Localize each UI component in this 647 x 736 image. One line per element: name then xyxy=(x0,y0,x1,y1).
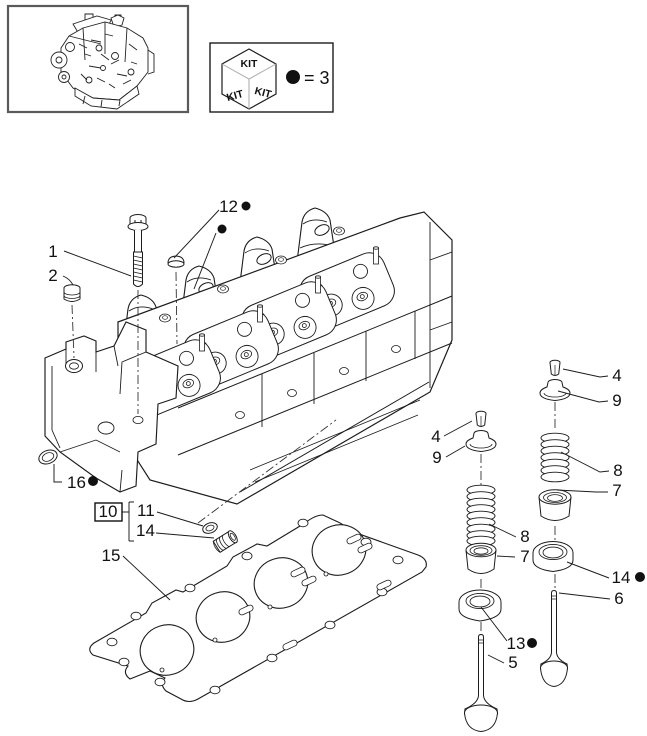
callout-16-kit-dot xyxy=(88,476,98,486)
callout-1-label: 1 xyxy=(48,242,57,261)
callout-9-mid-label: 9 xyxy=(432,448,441,467)
kit-cube: KIT KIT KIT xyxy=(221,48,277,110)
callout-9-right-label: 9 xyxy=(612,391,621,410)
callout-8-mid[interactable]: 8 xyxy=(488,523,530,546)
callout-14-right-label: 14 xyxy=(612,568,631,587)
spring-retainer-part-9-right xyxy=(539,379,571,402)
screw-plug-part-14-left xyxy=(212,530,238,554)
cap-part-12 xyxy=(167,255,185,268)
kit-dot-symbol xyxy=(286,70,300,84)
callout-10-label: 10 xyxy=(99,502,118,521)
callout-6-label: 6 xyxy=(614,589,623,608)
engine-thumbnail xyxy=(6,4,190,114)
callout-5-label: 5 xyxy=(508,653,517,672)
callout-16[interactable]: 16 xyxy=(53,464,98,492)
kit-legend: KIT KIT KIT = 3 xyxy=(209,42,334,113)
callout-12[interactable]: 12 xyxy=(173,197,251,259)
callout-15-label: 15 xyxy=(102,546,121,565)
spring-seat-part-14-right xyxy=(532,541,574,573)
axis-lines xyxy=(71,271,556,633)
washer-part-11 xyxy=(202,522,218,534)
callout-5[interactable]: 5 xyxy=(487,653,518,672)
engine-line-art xyxy=(50,13,155,110)
callout-9-right[interactable]: 9 xyxy=(557,390,622,410)
callout-kit-dot-head[interactable] xyxy=(193,224,227,290)
callout-4-mid[interactable]: 4 xyxy=(431,420,473,446)
callout-14-right-kit-dot xyxy=(635,572,645,582)
callout-13[interactable]: 13 xyxy=(480,606,537,653)
callout-7-mid[interactable]: 7 xyxy=(496,547,530,566)
callout-6[interactable]: 6 xyxy=(558,589,624,608)
callouts: 1 2 12 16 10 11 1 xyxy=(48,197,645,672)
callout-14-left[interactable]: 14 xyxy=(136,521,215,540)
tappet-part-7-mid xyxy=(465,542,497,574)
callout-13-kit-dot xyxy=(527,638,537,648)
head-bolt-part-1 xyxy=(127,214,149,287)
callout-9-mid[interactable]: 9 xyxy=(432,445,466,467)
callout-11[interactable]: 11 xyxy=(137,501,204,527)
exhaust-valve-part-5 xyxy=(463,633,499,733)
callout-2-label: 2 xyxy=(48,266,57,285)
callout-2[interactable]: 2 xyxy=(48,266,74,286)
callout-8-right[interactable]: 8 xyxy=(560,451,623,480)
callout-13-label: 13 xyxy=(507,634,526,653)
spring-retainer-part-9-mid xyxy=(465,430,497,453)
callout-7-mid-label: 7 xyxy=(520,547,529,566)
callout-15[interactable]: 15 xyxy=(102,546,171,601)
cylinder-head-drawing xyxy=(44,207,453,505)
head-left-end xyxy=(44,321,179,493)
callout-4-right[interactable]: 4 xyxy=(562,366,622,385)
callout-14-right[interactable]: 14 xyxy=(566,561,645,587)
sealing-plug-part-2 xyxy=(63,284,81,302)
callout-4-mid-label: 4 xyxy=(431,427,440,446)
callout-8-mid-label: 8 xyxy=(520,527,529,546)
cup-plug-part-16 xyxy=(38,449,58,465)
head-gasket-part-15 xyxy=(89,514,427,703)
head-kit-dot xyxy=(217,224,227,234)
kit-label-top: KIT xyxy=(241,58,259,70)
callout-8-right-label: 8 xyxy=(613,461,622,480)
valve-stem-seal-part-13 xyxy=(458,589,502,622)
callout-12-kit-dot xyxy=(241,201,251,211)
tappet-part-7-right xyxy=(538,489,572,521)
callout-14-left-label: 14 xyxy=(136,521,155,540)
callout-1[interactable]: 1 xyxy=(48,242,132,277)
callout-16-label: 16 xyxy=(67,473,86,492)
kit-equation: = 3 xyxy=(304,68,330,88)
callout-12-label: 12 xyxy=(219,197,238,216)
callout-4-right-label: 4 xyxy=(612,366,621,385)
valve-spring-part-8-mid xyxy=(466,484,496,547)
intake-valve-part-6 xyxy=(539,589,569,688)
callout-7-right-label: 7 xyxy=(612,481,621,500)
valve-collet-part-4-mid xyxy=(475,410,487,427)
valve-collet-part-4-right xyxy=(549,359,561,376)
callout-11-label: 11 xyxy=(137,501,155,520)
kit-label-right: KIT xyxy=(253,85,273,101)
kit-label-left: KIT xyxy=(225,88,245,104)
valve-spring-part-8-right xyxy=(540,432,570,483)
callout-10-group[interactable]: 10 xyxy=(94,501,134,542)
callout-7-right[interactable]: 7 xyxy=(556,481,622,500)
